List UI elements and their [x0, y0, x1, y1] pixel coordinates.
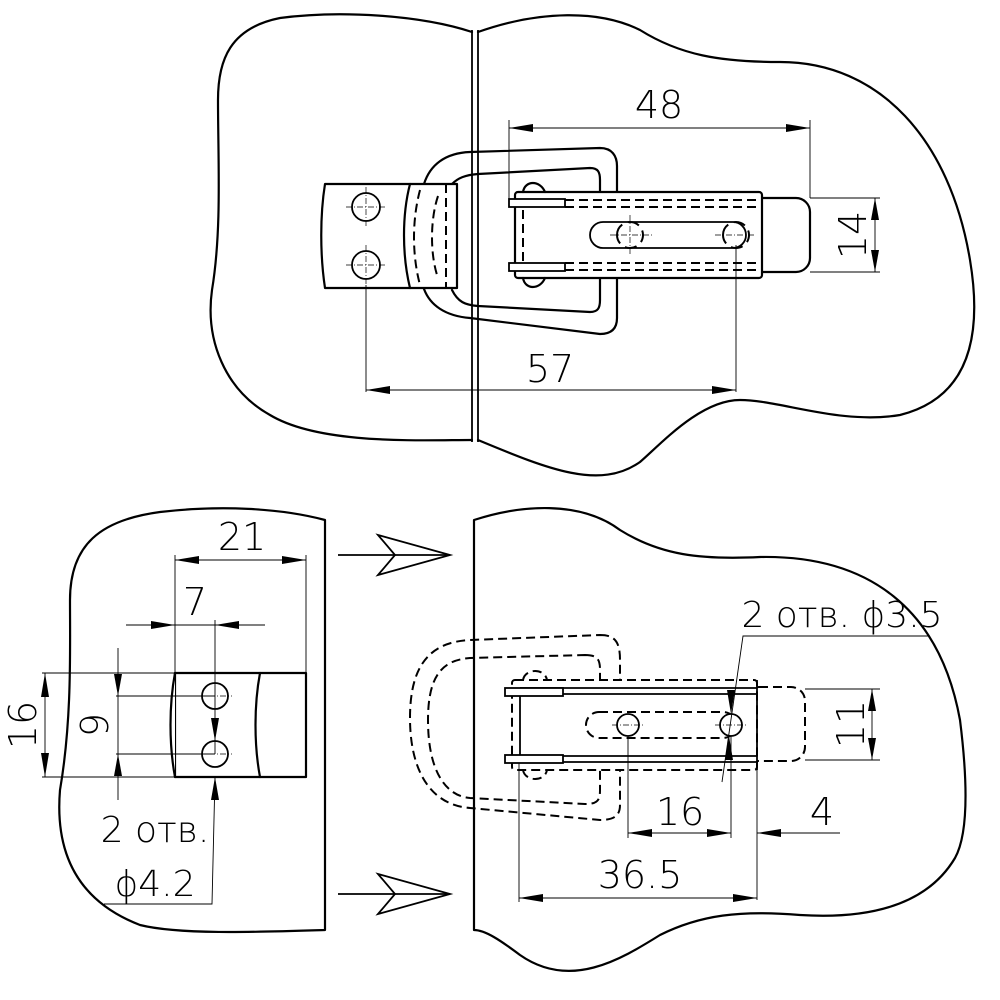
- hinge-pin-top: [504, 687, 564, 697]
- dimension-label: 16: [656, 790, 704, 834]
- dimension-label: 4: [810, 790, 834, 834]
- dimension-label: 16: [1, 701, 45, 749]
- hinge-pin-bottom: [504, 754, 564, 764]
- leader-line: [721, 635, 930, 783]
- dimension-57: 57: [365, 245, 737, 394]
- hole-note: 2 отв.: [101, 810, 210, 851]
- strike-plate: [320, 182, 459, 290]
- bail-loop-outer: [422, 146, 619, 336]
- dimension-48: 48: [508, 83, 811, 200]
- hole-diameter-note: ϕ4.2: [115, 864, 196, 905]
- latch-body: [513, 190, 764, 280]
- hidden-bend: [431, 195, 439, 279]
- hidden-bail-inner: [426, 653, 601, 806]
- hinge-pin-top: [508, 198, 566, 208]
- strike-plate-bend: [254, 671, 262, 779]
- strike-plate-view: 21 7 16 9: [1, 507, 327, 934]
- hidden-pivot: [522, 769, 548, 780]
- dimension-label: 57: [526, 347, 574, 391]
- latch-body-view: 2 отв. ϕ3.5 11 16 4: [408, 506, 967, 972]
- direction-arrow-top: [338, 533, 454, 577]
- dimension-11: 11: [805, 688, 880, 761]
- hidden-bail-outer: [408, 633, 621, 822]
- hidden-pivot: [522, 670, 548, 681]
- hidden-bend: [413, 189, 421, 286]
- hole-note: 2 отв. ϕ3.5: [741, 595, 942, 636]
- dimension-label: 21: [218, 515, 266, 559]
- hinge-pin-bottom: [508, 262, 566, 272]
- latch-pivot-top: [521, 181, 547, 194]
- strike-plate: [173, 671, 308, 779]
- leader-line: [104, 776, 216, 905]
- dimension-label: 48: [635, 83, 683, 127]
- dimension-label: 11: [829, 700, 873, 748]
- direction-arrow-bottom: [338, 872, 454, 916]
- panel-outline: [58, 507, 327, 934]
- dimension-4: 4: [756, 770, 840, 900]
- dimension-36-5: 36.5: [518, 763, 757, 902]
- strike-plate-left-edge: [169, 671, 177, 779]
- dimension-label: 7: [183, 580, 207, 624]
- leader-arrow: [211, 718, 219, 741]
- left-panel-outline: [209, 13, 474, 442]
- dimension-7: 7: [126, 580, 265, 754]
- dimension-16: 16: [627, 736, 732, 838]
- dimension-9: 9: [73, 648, 215, 800]
- dimension-label: 14: [831, 211, 875, 259]
- leader-arrow: [727, 690, 735, 714]
- dimension-21: 21: [174, 515, 307, 673]
- assembled-view: 48 14 57: [209, 13, 976, 477]
- right-panel-outline: [476, 14, 976, 477]
- dimension-14: 14: [810, 197, 880, 273]
- dimension-label: 36.5: [598, 853, 683, 897]
- dimension-label: 9: [73, 713, 117, 737]
- panel-outline: [472, 506, 967, 972]
- strike-plate-bend: [402, 182, 412, 290]
- latch-pivot-bottom: [521, 276, 547, 289]
- dimension-16: 16: [1, 672, 175, 778]
